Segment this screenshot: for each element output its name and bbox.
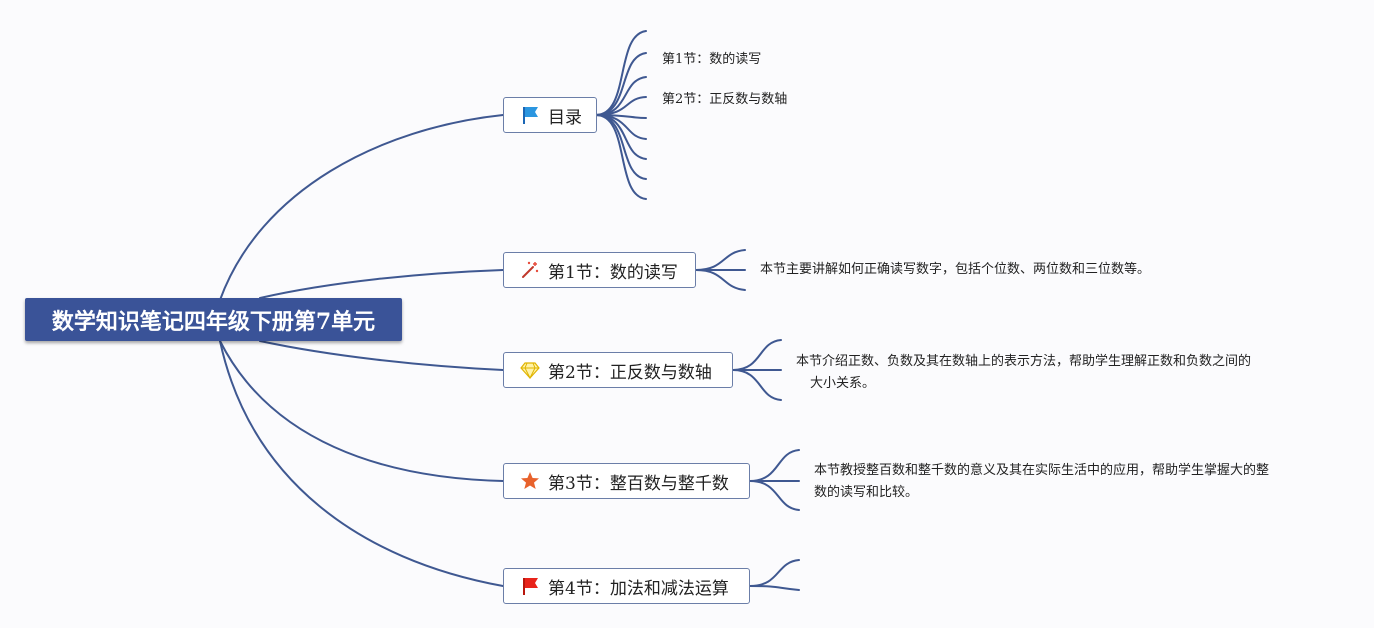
section2-description-line1: 本节介绍正数、负数及其在数轴上的表示方法，帮助学生理解正数和负数之间的 — [796, 354, 1252, 369]
toc-fan — [595, 30, 647, 200]
section4-fan — [749, 559, 800, 591]
section2-label: 第2节：正反数与数轴 — [548, 362, 712, 383]
toc-item-section1[interactable]: 第1节：数的读写 — [662, 52, 762, 67]
section2-node[interactable]: 第2节：正反数与数轴 — [503, 352, 733, 388]
magic-wand-icon — [519, 259, 541, 281]
red-flag-icon — [519, 575, 541, 597]
section1-description[interactable]: 本节主要讲解如何正确读写数字，包括个位数、两位数和三位数等。 — [760, 262, 1151, 277]
section3-description[interactable]: 本节教授整百数和整千数的意义及其在实际生活中的应用，帮助学生掌握大的整 数的读写… — [814, 460, 1269, 504]
section3-label: 第3节：整百数与整千数 — [548, 473, 729, 494]
star-icon — [519, 470, 541, 492]
section3-description-line1: 本节教授整百数和整千数的意义及其在实际生活中的应用，帮助学生掌握大的整 — [814, 463, 1270, 478]
section2-description-line2: 大小关系。 — [810, 376, 876, 391]
blue-flag-icon — [519, 104, 541, 126]
section2-description[interactable]: 本节介绍正数、负数及其在数轴上的表示方法，帮助学生理解正数和负数之间的 大小关系… — [796, 351, 1251, 395]
section3-description-line2: 数的读写和比较。 — [814, 485, 919, 500]
root-topic[interactable]: 数学知识笔记四年级下册第7单元 — [25, 298, 402, 341]
toc-node[interactable]: 目录 — [503, 97, 597, 133]
section3-fan — [749, 449, 800, 511]
toc-item-section2[interactable]: 第2节：正反数与数轴 — [662, 92, 788, 107]
diamond-icon — [519, 359, 541, 381]
section1-node[interactable]: 第1节：数的读写 — [503, 252, 696, 288]
section3-node[interactable]: 第3节：整百数与整千数 — [503, 463, 750, 499]
toc-label: 目录 — [548, 107, 582, 128]
section1-label: 第1节：数的读写 — [548, 262, 678, 283]
section4-node[interactable]: 第4节：加法和减法运算 — [503, 568, 750, 604]
section1-fan — [695, 249, 746, 291]
section2-fan — [732, 339, 782, 401]
section4-label: 第4节：加法和减法运算 — [548, 578, 729, 599]
